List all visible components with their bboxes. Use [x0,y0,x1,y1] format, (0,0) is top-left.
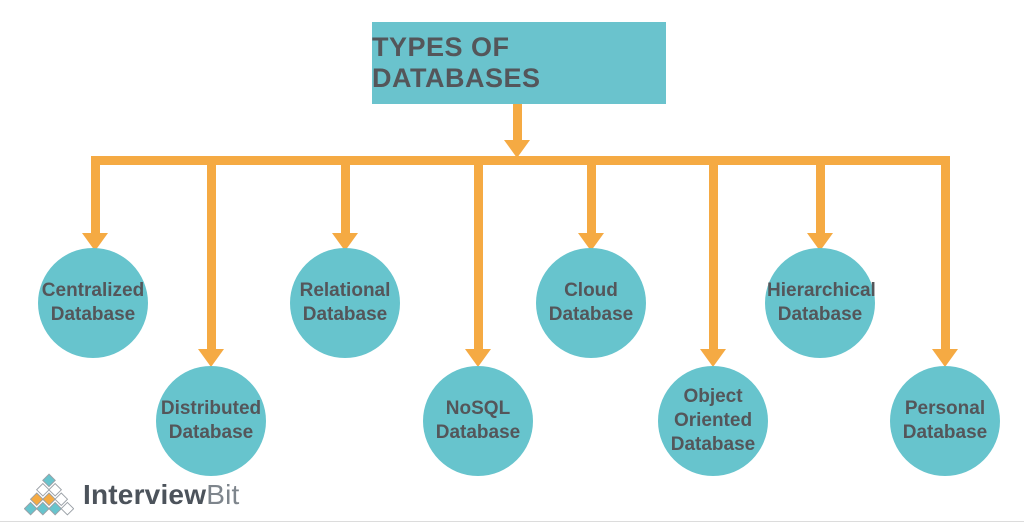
connector-stem-relational [341,156,350,234]
arrow-down-icon [578,233,604,251]
wordmark-bit: Bit [206,478,240,510]
arrow-down-icon [700,349,726,367]
connector-stem-nosql [474,156,483,350]
connector-stem-distributed [207,156,216,350]
page-title: TYPES OF DATABASES [372,32,541,93]
bottom-border-line [0,521,1024,522]
wordmark-interview: Interview [83,478,207,510]
title-box: TYPES OF DATABASES [372,22,666,104]
connector-stem-object-oriented [709,156,718,350]
connector-stem-hierarchical [816,156,825,234]
interviewbit-wordmark: InterviewBit [83,479,239,511]
arrow-down-icon [807,233,833,251]
interviewbit-logo: InterviewBit [24,473,239,516]
connector-stem-centralized [91,156,100,234]
arrow-down-icon [332,233,358,251]
connector-stem-cloud [587,156,596,234]
trunk-horizontal-line [91,156,949,165]
arrow-down-icon [932,349,958,367]
title-arrow-head-icon [504,140,530,158]
arrow-down-icon [465,349,491,367]
connector-stem-personal [941,156,950,350]
interviewbit-pyramid-icon [24,473,74,516]
arrow-down-icon [82,233,108,251]
title-arrow-stem [513,104,522,141]
arrow-down-icon [198,349,224,367]
